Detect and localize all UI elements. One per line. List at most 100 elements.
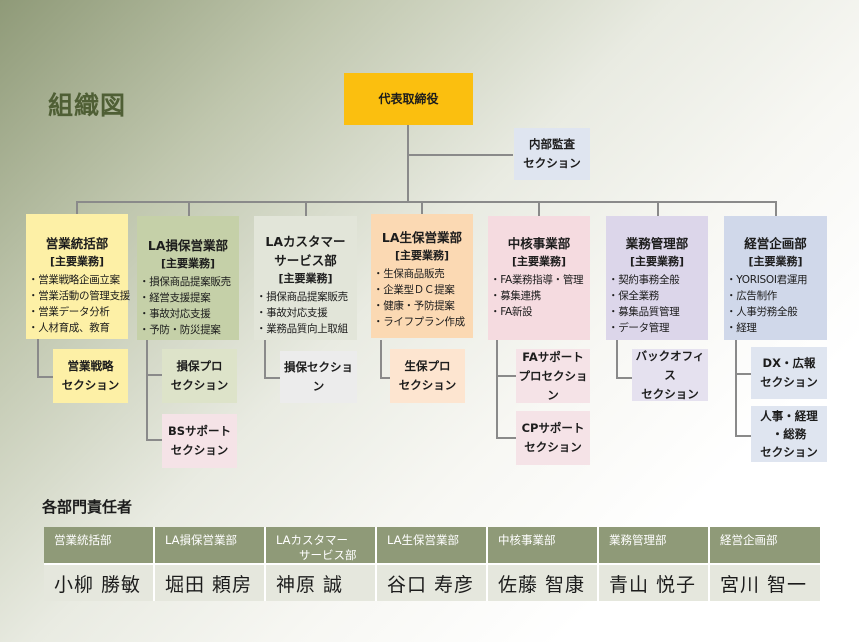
duty-item: ・人材育成、教育 — [28, 322, 110, 334]
dept-keiei-kikaku[interactable]: 経営企画部 [主要業務] ・YORISOI君運用 ・広告制作 ・人事労務全般 ・… — [724, 216, 827, 340]
section-label: 営業戦略 セクション — [61, 359, 120, 392]
dept-name: LAカスタマー サービス部 — [265, 234, 346, 268]
connector-line — [146, 439, 162, 441]
heads-column-header: LA損保営業部 — [155, 527, 266, 563]
section-cp-support[interactable]: CPサポート セクション — [516, 411, 590, 465]
dept-name: LA損保営業部 — [147, 238, 229, 253]
duty-item: ・FA業務指導・管理 — [490, 274, 584, 286]
dept-chukaku[interactable]: 中核事業部 [主要業務] ・FA業務指導・管理 ・募集連携 ・FA新設 — [488, 216, 590, 340]
ceo-box[interactable]: 代表取締役 — [344, 73, 473, 125]
heads-column-header: 業務管理部 — [599, 527, 710, 563]
connector-line — [146, 374, 162, 376]
heads-table: 営業統括部 LA損保営業部 LAカスタマー サービス部 LA生保営業部 中核事業… — [44, 527, 820, 601]
section-jinji-keiri[interactable]: 人事・経理 ・総務 セクション — [751, 406, 827, 462]
dept-eigyo-tokatsu[interactable]: 営業統括部 [主要業務] ・営業戦略企画立案 ・営業活動の管理支援 ・営業データ… — [26, 214, 130, 339]
connector-line — [657, 201, 659, 216]
connector-line — [496, 340, 498, 438]
dept-la-sonpo[interactable]: LA損保営業部 [主要業務] ・損保商品提案販売 ・経営支援提案 ・事故対応支援… — [137, 216, 239, 340]
connector-line — [735, 340, 737, 436]
duties-list: ・生保商品販売 ・企業型ＤＣ提案 ・健康・予防提案 ・ライフプラン作成 — [371, 266, 473, 330]
dept-la-customer-service[interactable]: LAカスタマー サービス部 [主要業務] ・損保商品提案販売 ・事故対応支援 ・… — [254, 216, 357, 340]
section-label: 損保セクション — [284, 360, 353, 393]
duty-item: ・損保商品提案販売 — [256, 291, 348, 303]
section-label: 人事・経理 ・総務 セクション — [760, 409, 818, 459]
duties-tag: [主要業務] — [511, 255, 567, 268]
connector-line — [421, 201, 423, 214]
section-seiho-pro[interactable]: 生保プロ セクション — [390, 349, 465, 403]
head-name: 宮川 智一 — [710, 563, 820, 601]
heads-title: 各部門責任者 — [42, 498, 133, 516]
section-dx-koho[interactable]: DX・広報 セクション — [751, 347, 827, 399]
head-name: 谷口 寿彦 — [377, 563, 488, 601]
duty-item: ・FA新設 — [490, 306, 533, 318]
heads-column-header: LAカスタマー サービス部 — [266, 527, 377, 563]
section-bs-support[interactable]: BSサポート セクション — [162, 414, 237, 468]
section-label: CPサポート セクション — [521, 421, 585, 454]
connector-line — [775, 201, 777, 216]
section-back-office[interactable]: バックオフィス セクション — [632, 349, 708, 401]
section-label: バックオフィス セクション — [635, 348, 705, 401]
dept-name: 業務管理部 — [625, 236, 689, 251]
heads-column-header: LA生保営業部 — [377, 527, 488, 563]
head-name: 神原 誠 — [266, 563, 377, 601]
connector-line — [188, 201, 190, 216]
head-name: 佐藤 智康 — [488, 563, 599, 601]
duties-tag: [主要業務] — [49, 255, 105, 268]
head-name: 堀田 頼房 — [155, 563, 266, 601]
connector-line — [735, 373, 751, 375]
dept-gyomu-kanri[interactable]: 業務管理部 [主要業務] ・契約事務全般 ・保全業務 ・募集品質管理 ・データ管… — [606, 216, 708, 340]
duty-item: ・ライフプラン作成 — [373, 316, 465, 328]
connector-line — [380, 377, 390, 379]
connector-line — [37, 376, 53, 378]
duty-item: ・募集連携 — [490, 290, 541, 302]
duty-item: ・事故対応支援 — [139, 308, 211, 320]
heads-header-row: 営業統括部 LA損保営業部 LAカスタマー サービス部 LA生保営業部 中核事業… — [44, 527, 820, 563]
dept-name: 中核事業部 — [507, 236, 571, 251]
section-label: 生保プロ セクション — [398, 359, 457, 392]
duty-item: ・経理 — [726, 322, 757, 334]
connector-line — [496, 437, 516, 439]
dept-la-seiho[interactable]: LA生保営業部 [主要業務] ・生保商品販売 ・企業型ＤＣ提案 ・健康・予防提案… — [371, 214, 473, 338]
connector-line — [380, 340, 382, 378]
duties-list: ・損保商品提案販売 ・経営支援提案 ・事故対応支援 ・予防・防災提案 — [137, 274, 239, 338]
connector-line — [37, 339, 39, 377]
duties-tag: [主要業務] — [278, 272, 333, 285]
duties-list: ・契約事務全般 ・保全業務 ・募集品質管理 ・データ管理 — [606, 272, 708, 336]
duty-item: ・企業型ＤＣ提案 — [373, 284, 455, 296]
dept-name: LA生保営業部 — [381, 230, 463, 245]
duty-item: ・募集品質管理 — [608, 306, 680, 318]
dept-name: 営業統括部 — [45, 236, 109, 251]
internal-audit-section[interactable]: 内部監査 セクション — [514, 128, 590, 180]
heads-column-header: 経営企画部 — [710, 527, 820, 563]
duty-item: ・事故対応支援 — [256, 307, 328, 319]
duty-item: ・YORISOI君運用 — [726, 274, 808, 286]
head-name: 小柳 勝敏 — [44, 563, 155, 601]
duty-item: ・営業活動の管理支援 — [28, 290, 130, 302]
connector-line — [76, 201, 776, 203]
section-fa-support[interactable]: FAサポート プロセクション — [516, 349, 590, 403]
duty-item: ・損保商品提案販売 — [139, 276, 231, 288]
internal-audit-label: 内部監査 セクション — [523, 137, 581, 170]
connector-line — [538, 201, 540, 216]
duties-list: ・営業戦略企画立案 ・営業活動の管理支援 ・営業データ分析 ・人材育成、教育 — [26, 272, 130, 336]
connector-line — [305, 201, 307, 216]
section-sonpo[interactable]: 損保セクション — [280, 351, 357, 403]
heads-name-row: 小柳 勝敏 堀田 頼房 神原 誠 谷口 寿彦 佐藤 智康 青山 悦子 宮川 智一 — [44, 563, 820, 601]
heads-column-header: 営業統括部 — [44, 527, 155, 563]
duties-list: ・YORISOI君運用 ・広告制作 ・人事労務全般 ・経理 — [724, 272, 827, 336]
duties-list: ・損保商品提案販売 ・事故対応支援 ・業務品質向上取組 — [254, 289, 357, 337]
connector-line — [407, 124, 409, 202]
connector-line — [264, 340, 266, 378]
connector-line — [735, 435, 751, 437]
head-name: 青山 悦子 — [599, 563, 710, 601]
connector-line — [264, 377, 280, 379]
duties-tag: [主要業務] — [629, 255, 685, 268]
ceo-label: 代表取締役 — [378, 91, 439, 106]
connector-line — [146, 340, 148, 440]
section-label: FAサポート プロセクション — [518, 349, 588, 402]
section-label: DX・広報 セクション — [760, 356, 818, 389]
connector-line — [76, 201, 78, 214]
connector-line — [616, 340, 618, 378]
section-sonpo-pro[interactable]: 損保プロ セクション — [162, 349, 237, 403]
section-eigyo-senryaku[interactable]: 営業戦略 セクション — [53, 349, 128, 403]
